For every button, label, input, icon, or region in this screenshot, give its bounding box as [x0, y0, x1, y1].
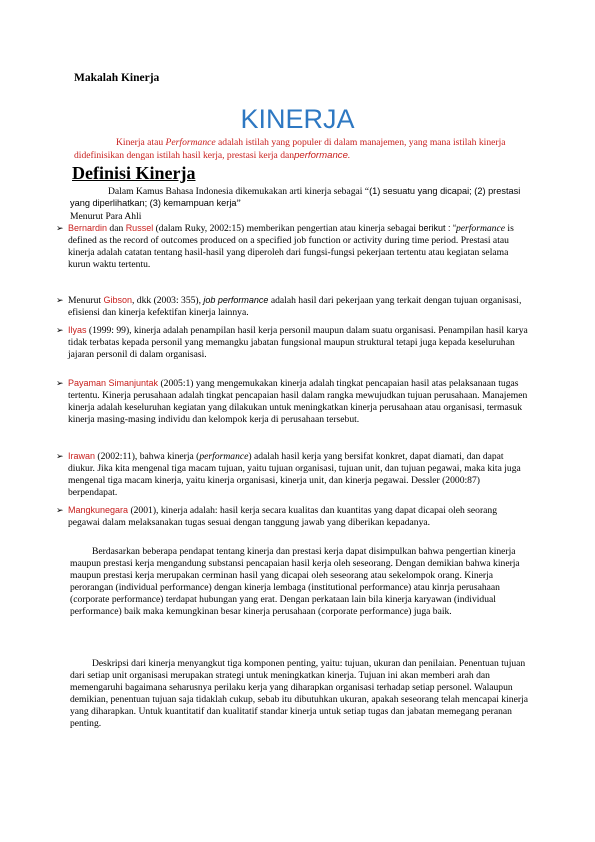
- list-item-irawan: Irawan (2002:11), bahwa kinerja (perform…: [68, 451, 528, 499]
- summary-paragraph: Berdasarkan beberapa pendapat tentang ki…: [70, 546, 520, 617]
- menurut-label: Menurut Para Ahli: [70, 211, 142, 222]
- item-text: , dkk (2003: 355),: [131, 295, 204, 306]
- item-text: (1999: 99), kinerja adalah penampilan ha…: [68, 325, 528, 360]
- item-text-2: is defined as the record of outcomes pro…: [68, 223, 514, 270]
- list-item-ilyas: Ilyas (1999: 99), kinerja adalah penampi…: [68, 325, 528, 361]
- item-text-2: ) adalah hasil kerja yang bersifat konkr…: [68, 451, 521, 498]
- author-name: Bernardin: [68, 223, 108, 233]
- list-item-simanjuntak: Payaman Simanjuntak (2005:1) yang mengem…: [68, 378, 528, 426]
- list-item-gibson: Menurut Gibson, dkk (2003: 355), job per…: [68, 295, 528, 319]
- item-italic: job performance: [203, 295, 269, 305]
- intro-text-2: adalah istilah yang populer di dalam man…: [74, 137, 506, 161]
- author-name: Irawan: [68, 451, 96, 461]
- item-text-pre: Menurut: [68, 295, 104, 306]
- item-text: (2001), kinerja adalah: hasil kerja seca…: [68, 505, 497, 528]
- intro-performance: Performance: [165, 137, 216, 148]
- kamus-close: ”: [236, 197, 241, 209]
- kamus-paragraph: Dalam Kamus Bahasa Indonesia dikemukakan…: [70, 186, 528, 210]
- bullet-icon: ➢: [56, 295, 64, 305]
- author-name: Gibson: [103, 295, 132, 305]
- page-title: KINERJA: [240, 104, 355, 134]
- list-item-bernardin: Bernardin dan Russel (dalam Ruky, 2002:1…: [68, 223, 528, 271]
- author-name: Ilyas: [68, 325, 87, 335]
- bullet-icon: ➢: [56, 223, 64, 233]
- author-name-2: Russel: [125, 223, 154, 233]
- item-text: (dalam Ruky, 2002:15) memberikan pengert…: [153, 223, 419, 234]
- bullet-icon: ➢: [56, 451, 64, 461]
- bullet-icon: ➢: [56, 378, 64, 388]
- item-text: (2002:11), bahwa kinerja (: [95, 451, 200, 462]
- connector-text: dan: [107, 223, 126, 234]
- intro-text: Kinerja atau: [116, 137, 166, 148]
- item-text-berikut: berikut : “: [418, 223, 456, 233]
- item-text: (2005:1) yang mengemukakan kinerja adala…: [68, 378, 528, 425]
- description-paragraph: Deskripsi dari kinerja menyangkut tiga k…: [70, 658, 528, 729]
- bullet-icon: ➢: [56, 505, 64, 515]
- list-item-mangkunegara: Mangkunegara (2001), kinerja adalah: has…: [68, 505, 528, 529]
- kamus-text: Dalam Kamus Bahasa Indonesia dikemukakan…: [108, 186, 370, 197]
- item-italic: performance: [455, 223, 505, 234]
- author-name: Payaman Simanjuntak: [68, 378, 159, 388]
- intro-performance-end: performance.: [294, 149, 351, 161]
- kamus-quote: (1) sesuatu yang dicapai; (2) prestasi y…: [70, 186, 521, 208]
- document-label: Makalah Kinerja: [74, 72, 160, 84]
- section-title: Definisi Kinerja: [72, 163, 196, 183]
- bullet-icon: ➢: [56, 325, 64, 335]
- item-italic: performance: [199, 451, 249, 462]
- author-name: Mangkunegara: [68, 505, 129, 515]
- item-text-2: adalah hasil dari pekerjaan yang terkait…: [68, 295, 522, 318]
- intro-paragraph: Kinerja atau Performance adalah istilah …: [74, 137, 524, 162]
